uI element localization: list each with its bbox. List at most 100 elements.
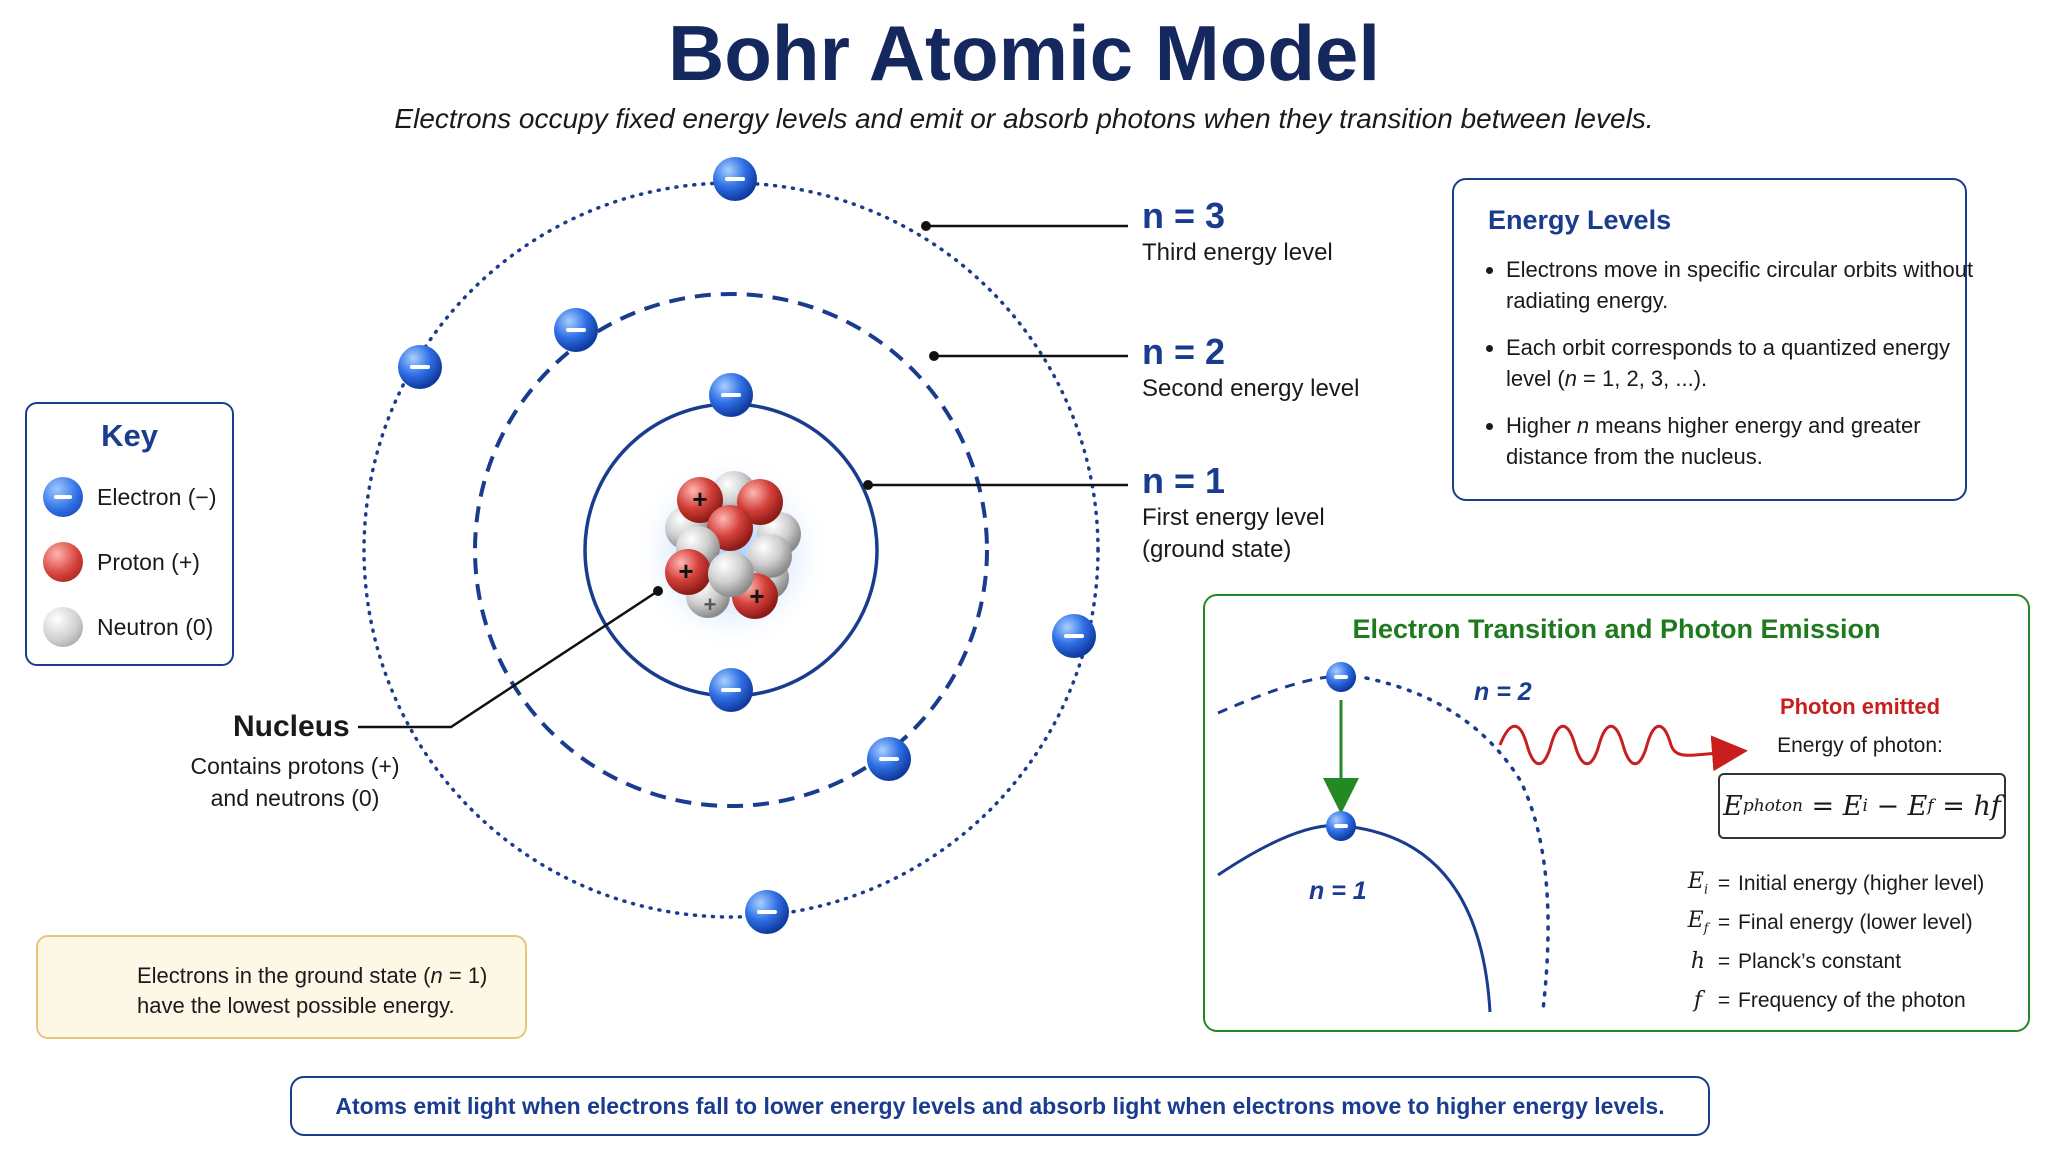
- level-number: n = 2: [1142, 331, 1226, 372]
- definition-symbol-text: E: [1687, 869, 1704, 895]
- definition-equals: =: [1717, 988, 1731, 1012]
- bullet-item: Each orbit corresponds to a quantized en…: [1506, 332, 1976, 394]
- transition-label-n1: n = 1: [1309, 877, 1367, 905]
- bullet-text: = 1, 2, 3, ...).: [1576, 366, 1708, 391]
- definition-symbol: h: [1686, 949, 1710, 974]
- level-description: Third energy level: [1142, 239, 1333, 266]
- level-label-n2: n = 2 Second energy level: [1142, 331, 1359, 405]
- electron: [1326, 662, 1356, 692]
- level-label-n3: n = 3 Third energy level: [1142, 195, 1333, 269]
- bullet-item: Higher n means higher energy and greater…: [1506, 410, 1976, 472]
- electron: [713, 157, 757, 201]
- formula-subscript: i: [1862, 796, 1868, 816]
- definition-symbol: f: [1686, 988, 1710, 1013]
- definition-equals: =: [1717, 949, 1731, 973]
- definition-row: h = Planck’s constant: [1686, 942, 2016, 981]
- legend-item-neutron: Neutron (0): [43, 607, 213, 647]
- definition-row: Ei = Initial energy (higher level): [1686, 864, 2016, 903]
- electron: [554, 308, 598, 352]
- leader-nucleus: [358, 586, 663, 729]
- formula-operator: −: [1867, 790, 1908, 822]
- tip-text: Electrons in the ground state (n = 1) ha…: [137, 961, 517, 1021]
- formula-subscript: photon: [1742, 796, 1803, 816]
- definition-symbol: Ef: [1686, 908, 1710, 936]
- formula-operator: =: [1933, 790, 1974, 822]
- tip-text-part: = 1) have the lowest possible energy.: [137, 963, 488, 1018]
- formula-symbol: E: [1842, 790, 1863, 822]
- definition-text: Frequency of the photon: [1738, 988, 1966, 1012]
- formula-symbol: E: [1907, 790, 1928, 822]
- bullet-text: Higher: [1506, 413, 1577, 438]
- proton-icon: [43, 542, 83, 582]
- nucleus-description: Contains protons (+) and neutrons (0): [190, 753, 400, 811]
- nucleus-label: Nucleus: [233, 710, 350, 743]
- transition-label-n2: n = 2: [1474, 678, 1532, 706]
- bullet-italic: n: [1576, 413, 1590, 438]
- legend-label: Neutron (0): [97, 613, 214, 640]
- bottom-summary: Atoms emit light when electrons fall to …: [290, 1076, 1710, 1136]
- orbit-n2: [473, 292, 989, 808]
- definition-symbol-text: f: [1693, 988, 1703, 1013]
- tip-text-part: Electrons in the ground state (: [137, 963, 431, 988]
- energy-levels-box: Energy Levels Electrons move in specific…: [1452, 178, 1973, 501]
- definition-subscript: i: [1703, 882, 1709, 898]
- proton-sign: +: [678, 556, 693, 586]
- neutron-icon: [43, 607, 83, 647]
- bullet-item: Electrons move in specific circular orbi…: [1506, 254, 1976, 316]
- legend-item-proton: Proton (+): [43, 542, 200, 582]
- definition-row: Ef=Final energy (lower level): [1686, 903, 2016, 942]
- legend-label: Electron (−): [97, 483, 217, 510]
- bullet-text: means higher energy and greater distance…: [1506, 413, 1921, 469]
- proton: [707, 505, 753, 551]
- electron: [709, 668, 753, 712]
- electron: [709, 373, 753, 417]
- neutron: [748, 534, 792, 578]
- definition-symbol-text: h: [1690, 949, 1706, 974]
- proton: [737, 479, 783, 525]
- legend-title: Key: [101, 418, 158, 453]
- level-number: n = 3: [1142, 195, 1226, 236]
- page-title: Bohr Atomic Model: [667, 9, 1381, 97]
- transition-orbit-n1: [1217, 823, 1492, 1013]
- level-description: First energy level (ground state): [1142, 504, 1325, 563]
- formula-definitions: Ei=Initial energy (higher level) Ef=Fina…: [1686, 864, 2016, 1020]
- photon-emitted-label: Photon emitted: [1779, 694, 1941, 719]
- definition-symbol: Ei: [1686, 869, 1710, 897]
- proton-sign: +: [692, 484, 707, 514]
- page-subtitle: Electrons occupy fixed energy levels and…: [394, 103, 1654, 134]
- definition-text: Planck’s constant: [1738, 949, 1902, 973]
- legend-label: Proton (+): [97, 548, 200, 575]
- electron-icon: [43, 477, 83, 517]
- level-label-n1: n = 1 First energy level (ground state): [1142, 460, 1325, 566]
- photon-wave: [1498, 724, 1748, 772]
- definition-subscript: f: [1703, 921, 1709, 937]
- bullet-text: Electrons move in specific circular orbi…: [1506, 257, 1974, 313]
- bullet-italic: n: [1564, 366, 1577, 391]
- definition-equals: =: [1717, 910, 1731, 934]
- level-number: n = 1: [1142, 460, 1226, 501]
- legend-item-electron: Electron (−): [43, 477, 217, 517]
- definition-text: Initial energy (higher level): [1738, 871, 1985, 895]
- electron: [1052, 614, 1096, 658]
- neutron-sign: +: [704, 592, 717, 617]
- formula-operator: =: [1802, 790, 1843, 822]
- nucleus: + + + +: [631, 452, 831, 652]
- tip-text-italic: n: [430, 963, 443, 988]
- definition-equals: =: [1717, 871, 1731, 895]
- electron: [867, 737, 911, 781]
- formula-subscript: f: [1927, 796, 1934, 816]
- transition-orbit-n2-right: [1364, 676, 1550, 1012]
- transition-title: Electron Transition and Photon Emission: [1352, 614, 1881, 644]
- ground-state-tip: Electrons in the ground state (n = 1) ha…: [36, 935, 527, 1039]
- photon-energy-label: Energy of photon:: [1777, 734, 1943, 757]
- proton: [665, 549, 711, 595]
- leader-n1: [863, 480, 1128, 490]
- electron: [398, 345, 442, 389]
- neutron: [708, 551, 754, 597]
- bullet-text: Each orbit corresponds to a quantized en…: [1506, 335, 1950, 391]
- transition-panel: Electron Transition and Photon Emission: [1203, 594, 2030, 1032]
- proton: [677, 477, 723, 523]
- definition-symbol-text: E: [1687, 908, 1704, 934]
